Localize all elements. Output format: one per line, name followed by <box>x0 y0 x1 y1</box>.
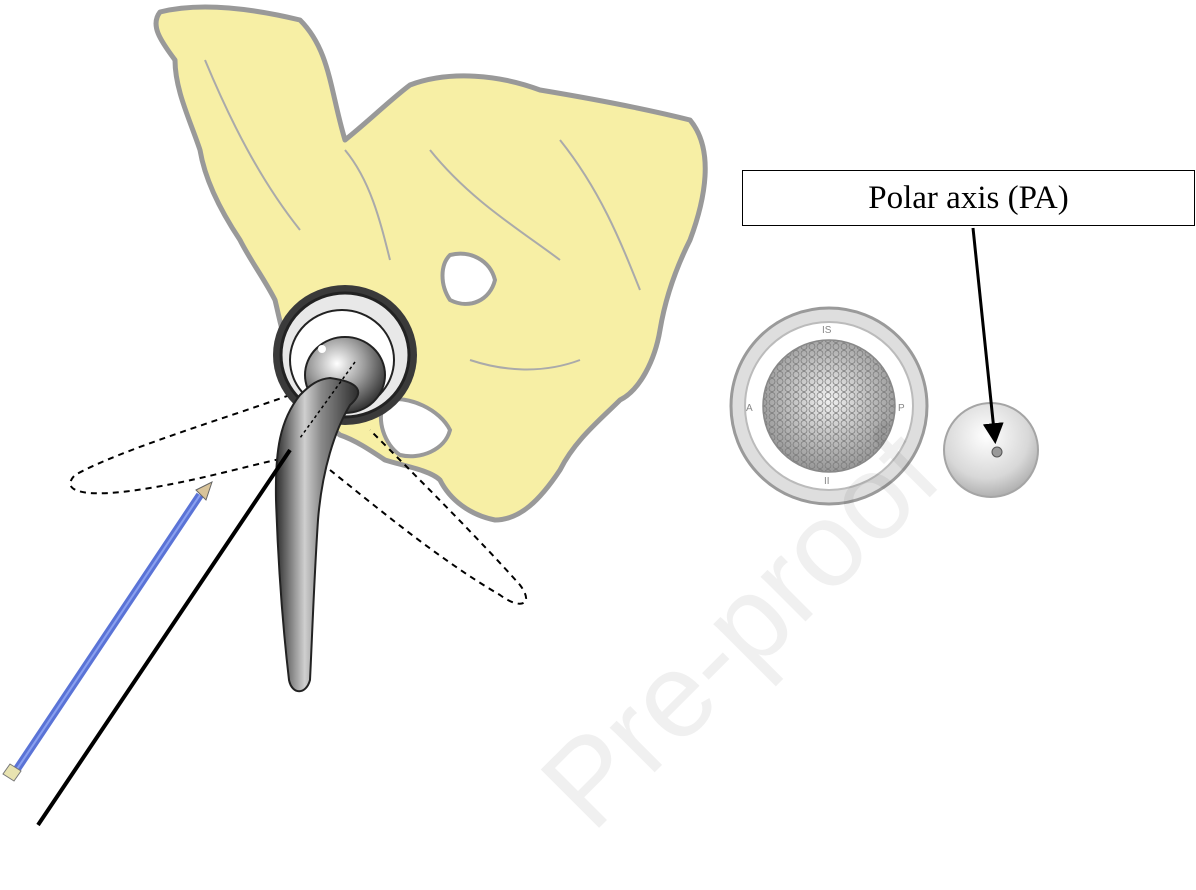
pelvis-illustration <box>156 7 705 520</box>
acetabular-cup-icon: IS II A P <box>731 308 927 504</box>
cup-mark-posterior: P <box>898 403 905 414</box>
cup-mark-inferior: II <box>824 476 830 487</box>
hemisphere-icon <box>944 403 1038 497</box>
hip-implant-icon <box>273 285 417 691</box>
polar-axis-label: Polar axis (PA) <box>868 180 1068 217</box>
cup-mark-anterior: A <box>746 403 753 414</box>
cup-mark-superior: IS <box>822 325 832 336</box>
pointer-line <box>38 450 290 825</box>
polar-axis-label-box: Polar axis (PA) <box>742 170 1195 226</box>
pencil-icon <box>3 482 212 781</box>
hip-diagram: IS II A P <box>0 0 1196 830</box>
